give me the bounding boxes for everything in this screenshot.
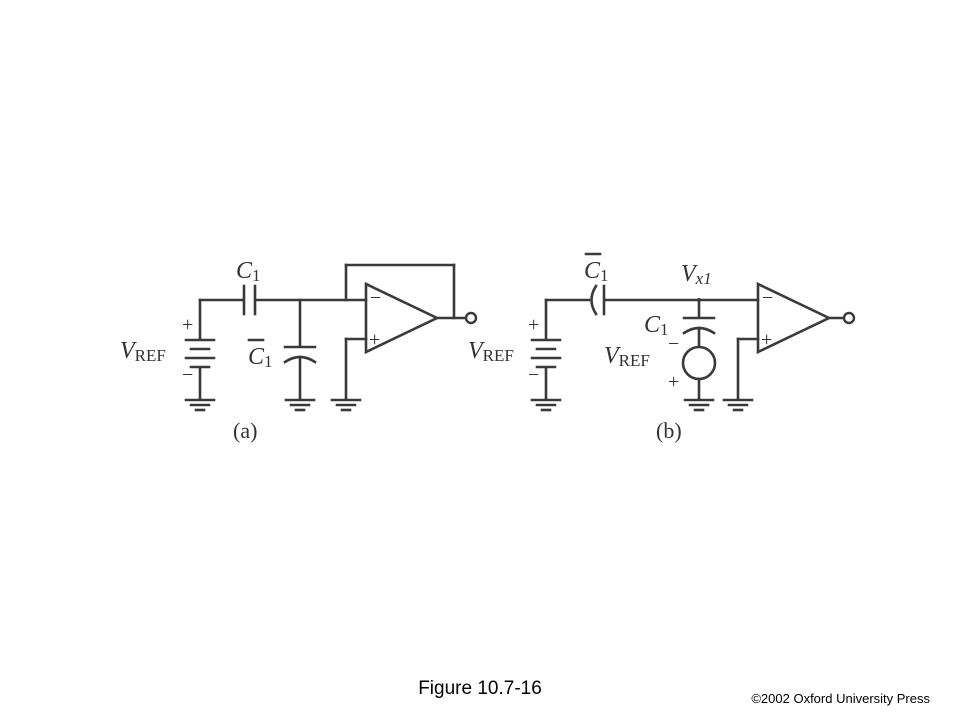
vref-battery-b (530, 298, 562, 400)
opamp-b (756, 281, 833, 355)
sublabel-b: (b) (656, 418, 682, 443)
capacitor-c1bar-series-b (590, 284, 606, 316)
vref-voltage-source-b (681, 345, 717, 381)
opamp-noninverting-sign-b: + (761, 329, 772, 351)
source-minus-sign-b: − (668, 333, 679, 355)
ground-icon-b1 (530, 398, 562, 412)
output-terminal-a (464, 311, 478, 325)
opamp-inverting-sign-b: − (762, 287, 773, 309)
vref-label-b-left: VREF (468, 338, 514, 365)
battery-plus-sign-a: + (182, 314, 193, 336)
figure-caption: Figure 10.7-16 (418, 678, 542, 699)
source-plus-sign-b: + (668, 371, 679, 393)
c1bar-series-label-b: C1 (584, 258, 609, 285)
c1-series-label-a: C1 (236, 258, 261, 285)
copyright-notice: ©2002 Oxford University Press (751, 691, 930, 706)
ground-icon-a1 (184, 398, 216, 412)
opamp-noninverting-sign-a: + (369, 329, 380, 351)
vref-battery-a (184, 298, 216, 400)
output-terminal-b (842, 311, 856, 325)
vx1-node-label-b: Vx1 (681, 261, 712, 288)
c1bar-shunt-label-a: C1 (248, 344, 273, 371)
c1-shunt-label-b: C1 (644, 312, 669, 339)
sublabel-a: (a) (233, 418, 257, 443)
ground-icon-a3 (330, 398, 362, 412)
ground-icon-b2 (683, 398, 715, 412)
circuit-a: + − VREF C1 C1 − + (a) (120, 258, 478, 443)
circuit-b: + − VREF C1 Vx1 C1 VREF − + − + (b) (468, 252, 856, 443)
ground-icon-b3 (722, 398, 754, 412)
ground-icon-a2 (284, 398, 316, 412)
vref-label-a: VREF (120, 338, 166, 365)
battery-minus-sign-b: − (528, 364, 539, 386)
opamp-inverting-sign-a: − (370, 287, 381, 309)
vref-label-b-mid: VREF (604, 343, 650, 370)
capacitor-c1-series-a (242, 284, 257, 316)
battery-minus-sign-a: − (182, 364, 193, 386)
opamp-a (364, 281, 441, 355)
battery-plus-sign-b: + (528, 314, 539, 336)
